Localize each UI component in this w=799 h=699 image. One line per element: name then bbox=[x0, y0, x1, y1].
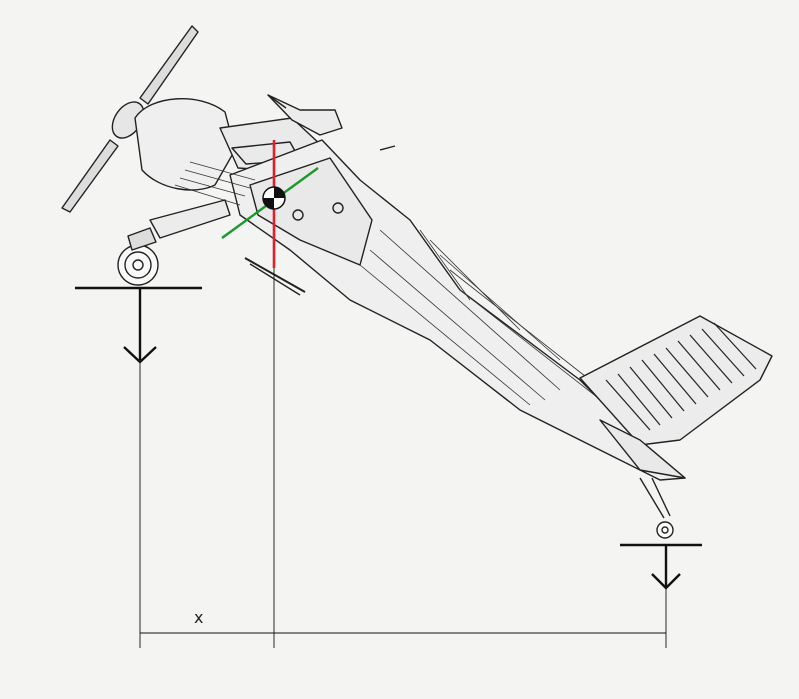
engine-cowling bbox=[134, 98, 236, 191]
horizontal-stabilizer bbox=[579, 315, 773, 446]
front-load-arrow bbox=[123, 288, 157, 364]
center-of-gravity-symbol bbox=[221, 140, 319, 268]
tail-wheel-icon bbox=[639, 477, 674, 539]
tail-load-arrow bbox=[651, 545, 681, 590]
dimension-lines bbox=[75, 250, 702, 648]
distance-label: x bbox=[194, 608, 204, 627]
aircraft-side-view-drawing bbox=[61, 25, 773, 539]
main-landing-gear-icon bbox=[117, 199, 231, 286]
